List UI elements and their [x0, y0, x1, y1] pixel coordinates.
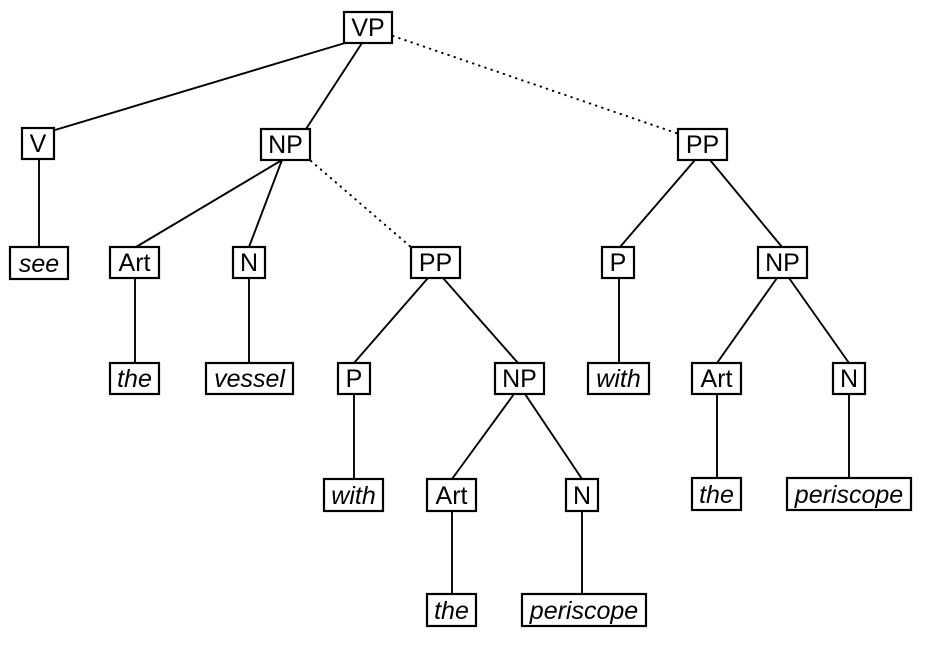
node-label: N	[573, 482, 591, 510]
node-box	[108, 245, 161, 280]
nonterminal-node-vp[interactable]: VP	[342, 10, 394, 45]
nonterminal-node-n_mid[interactable]: N	[564, 477, 600, 513]
tree-edge-dotted	[310, 160, 413, 249]
nonterminal-node-p_right[interactable]: P	[600, 245, 636, 280]
node-box	[586, 361, 651, 396]
tree-edge	[709, 159, 783, 248]
tree-edge	[305, 42, 363, 130]
nonterminal-node-p_mid[interactable]: P	[336, 361, 372, 396]
node-box	[409, 245, 462, 280]
node-box	[342, 10, 394, 45]
node-label: P	[610, 249, 627, 277]
terminal-node-peri_m[interactable]: periscope	[520, 592, 648, 628]
tree-edge	[54, 42, 346, 131]
node-label: VP	[351, 14, 384, 42]
node-label: V	[30, 130, 47, 158]
node-box	[520, 592, 648, 628]
node-label: N	[240, 249, 258, 277]
nonterminal-node-pp_mid[interactable]: PP	[409, 245, 462, 280]
node-label: Art	[701, 365, 733, 393]
edge-layer	[38, 35, 850, 594]
node-label: with	[596, 365, 640, 393]
terminal-node-with_m[interactable]: with	[322, 477, 385, 513]
terminal-node-peri_r[interactable]: periscope	[785, 476, 913, 512]
node-box	[564, 477, 600, 513]
node-label: periscope	[529, 597, 638, 625]
terminal-node-see[interactable]: see	[8, 245, 70, 281]
node-box	[336, 361, 372, 396]
terminal-node-vessel[interactable]: vessel	[204, 361, 295, 396]
node-label: periscope	[794, 481, 903, 509]
tree-edge	[716, 277, 778, 364]
tree-edge	[451, 393, 515, 480]
tree-edge	[353, 277, 429, 364]
nonterminal-node-art_mid[interactable]: Art	[425, 477, 478, 513]
tree-edge	[248, 159, 283, 248]
node-label: N	[840, 365, 858, 393]
terminal-node-the1[interactable]: the	[108, 361, 161, 396]
node-box	[20, 126, 56, 161]
node-label: the	[117, 365, 152, 393]
node-label: P	[346, 365, 363, 393]
nonterminal-node-np_right[interactable]: NP	[756, 245, 809, 280]
nonterminal-node-np_mid[interactable]: NP	[493, 361, 546, 396]
node-label: the	[434, 597, 469, 625]
tree-edge	[788, 277, 850, 364]
node-box	[8, 245, 70, 281]
node-box	[690, 361, 743, 396]
nonterminal-node-pp_right[interactable]: PP	[676, 127, 729, 162]
node-box	[756, 245, 809, 280]
node-label: PP	[686, 131, 719, 159]
node-label: PP	[419, 249, 452, 277]
node-box	[600, 245, 636, 280]
node-label: NP	[765, 249, 800, 277]
nonterminal-node-v[interactable]: V	[20, 126, 56, 161]
node-box	[322, 477, 385, 513]
nonterminal-node-art_right[interactable]: Art	[690, 361, 743, 396]
node-box	[690, 476, 743, 512]
node-label: Art	[119, 249, 151, 277]
node-box	[204, 361, 295, 396]
node-label: Art	[436, 482, 468, 510]
nonterminal-node-n_right[interactable]: N	[831, 361, 867, 396]
node-box	[108, 361, 161, 396]
node-label: vessel	[214, 365, 286, 393]
tree-edge	[442, 277, 519, 364]
nonterminal-node-n1[interactable]: N	[231, 245, 267, 280]
tree-edge	[619, 159, 696, 248]
node-box	[259, 127, 312, 162]
node-box	[831, 361, 867, 396]
tree-edge-dotted	[392, 35, 680, 135]
node-label: with	[331, 482, 375, 510]
tree-edge	[135, 159, 283, 248]
node-label: NP	[502, 365, 537, 393]
node-box	[425, 592, 478, 628]
terminal-node-the_m[interactable]: the	[425, 592, 478, 628]
terminal-node-the_r[interactable]: the	[690, 476, 743, 512]
node-box	[425, 477, 478, 513]
node-box	[493, 361, 546, 396]
node-box	[231, 245, 267, 280]
node-label: see	[19, 250, 59, 278]
nonterminal-node-art1[interactable]: Art	[108, 245, 161, 280]
tree-edge	[524, 393, 583, 480]
node-box	[676, 127, 729, 162]
node-box	[785, 476, 913, 512]
terminal-node-with_r[interactable]: with	[586, 361, 651, 396]
nonterminal-node-np1[interactable]: NP	[259, 127, 312, 162]
node-label: NP	[268, 131, 303, 159]
node-label: the	[699, 481, 734, 509]
